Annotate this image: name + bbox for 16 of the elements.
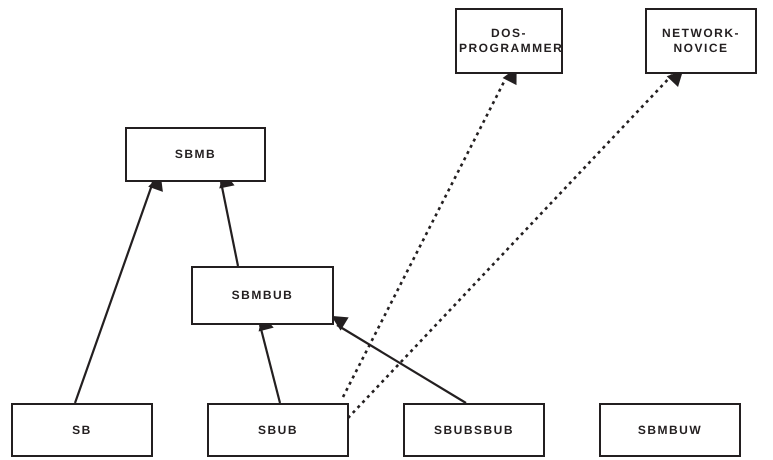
class-box (645, 8, 757, 74)
class-name: SBUBSBUB (434, 422, 514, 438)
class-name: DOS-PROGRAMMER (459, 26, 559, 56)
class-name: SBMB (174, 147, 216, 162)
class-name: SBMBUW (638, 422, 702, 438)
class-box (125, 127, 266, 182)
class-name: SB (72, 422, 92, 438)
class-box (11, 403, 153, 457)
class-box (455, 8, 563, 74)
class-box (599, 403, 741, 457)
class-name: SBUB (258, 422, 298, 438)
class-box (207, 403, 349, 457)
class-name: SBMBUB (232, 288, 294, 303)
class-box (403, 403, 545, 457)
class-box (191, 266, 334, 325)
class-name: NETWORK-NOVICE (661, 26, 741, 56)
